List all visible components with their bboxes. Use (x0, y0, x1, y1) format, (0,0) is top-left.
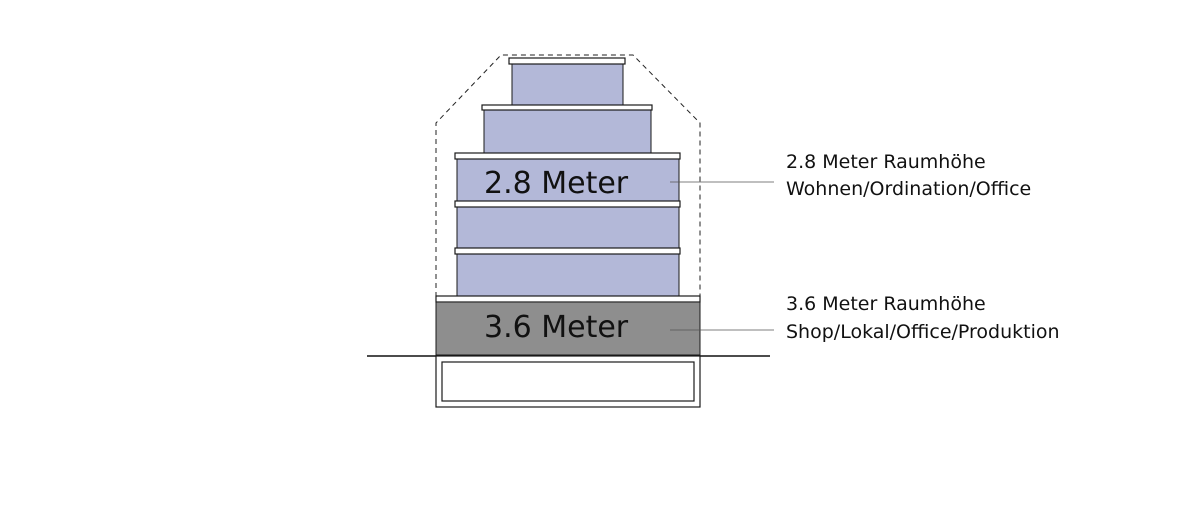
basement-inner (441, 361, 695, 402)
floor-4 (483, 109, 652, 155)
ground-floor (435, 301, 701, 356)
upper-floors-note-line1: 2.8 Meter Raumhöhe (786, 151, 986, 173)
slab-4 (454, 152, 681, 160)
upper-floors-note-line2: Wohnen/Ordination/Office (786, 178, 1031, 200)
ground-floor-note-line1: 3.6 Meter Raumhöhe (786, 293, 986, 315)
floor-2 (456, 206, 680, 250)
slab-3 (454, 200, 681, 208)
ground-floor-note-line2: Shop/Lokal/Office/Produktion (786, 321, 1060, 343)
floor-5 (511, 63, 624, 107)
floor-1 (456, 253, 680, 297)
building-envelope-outline (435, 54, 701, 297)
slab-2 (454, 247, 681, 255)
slab-1 (435, 295, 701, 303)
upper-floors-height-label: 2.8 Meter (484, 166, 629, 201)
slab-5 (481, 104, 653, 111)
slab-roof (508, 57, 626, 65)
ground-floor-height-label: 3.6 Meter (484, 310, 629, 345)
